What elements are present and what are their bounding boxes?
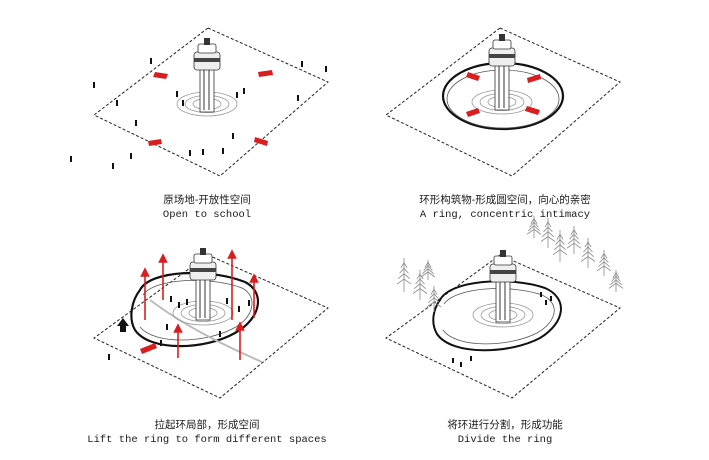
red-arrows [148,70,273,146]
caption-en-2: A ring, concentric intimacy [419,209,591,221]
red-arrows [466,72,541,117]
tower [488,34,516,111]
site-plane [93,254,329,399]
caption-zh-2: 环形构筑物-形成圆空间，向心的亲密 [419,194,591,206]
tree-icon [396,258,412,292]
tree-icon [552,230,568,262]
tree-icon [580,238,596,268]
panel-3-diagram [93,248,329,399]
site-plane [385,27,621,177]
people [108,296,250,360]
panel-2-diagram [385,27,621,177]
site-plane [93,27,329,177]
people [452,292,552,367]
caption-en-4: Divide the ring [457,434,553,446]
tower [189,248,217,321]
caption-zh-1: 原场地-开放性空间 [163,194,251,206]
tower [489,250,517,323]
black-up-arrow [117,318,129,332]
lift-arrows [140,249,259,360]
tree-icon [526,216,542,238]
people [70,58,327,169]
tree-icon [426,286,442,312]
site-plane [385,254,621,399]
panel-1-diagram [70,27,329,177]
tree-icon [608,270,624,292]
panel-4-diagram [385,216,624,399]
tree-icon [412,270,428,300]
caption-en-3: Lift the ring to form different spaces [87,434,327,446]
trees [396,216,624,312]
caption-en-1: Open to school [162,209,252,221]
caption-zh-3: 拉起环局部，形成空间 [154,419,260,431]
tree-icon [596,250,612,276]
red-arrow [140,343,157,354]
tree-icon [566,226,582,254]
tree-icon [420,260,436,280]
caption-zh-4: 将环进行分割，形成功能 [447,419,563,431]
tower [193,38,221,113]
tree-icon [540,218,556,248]
